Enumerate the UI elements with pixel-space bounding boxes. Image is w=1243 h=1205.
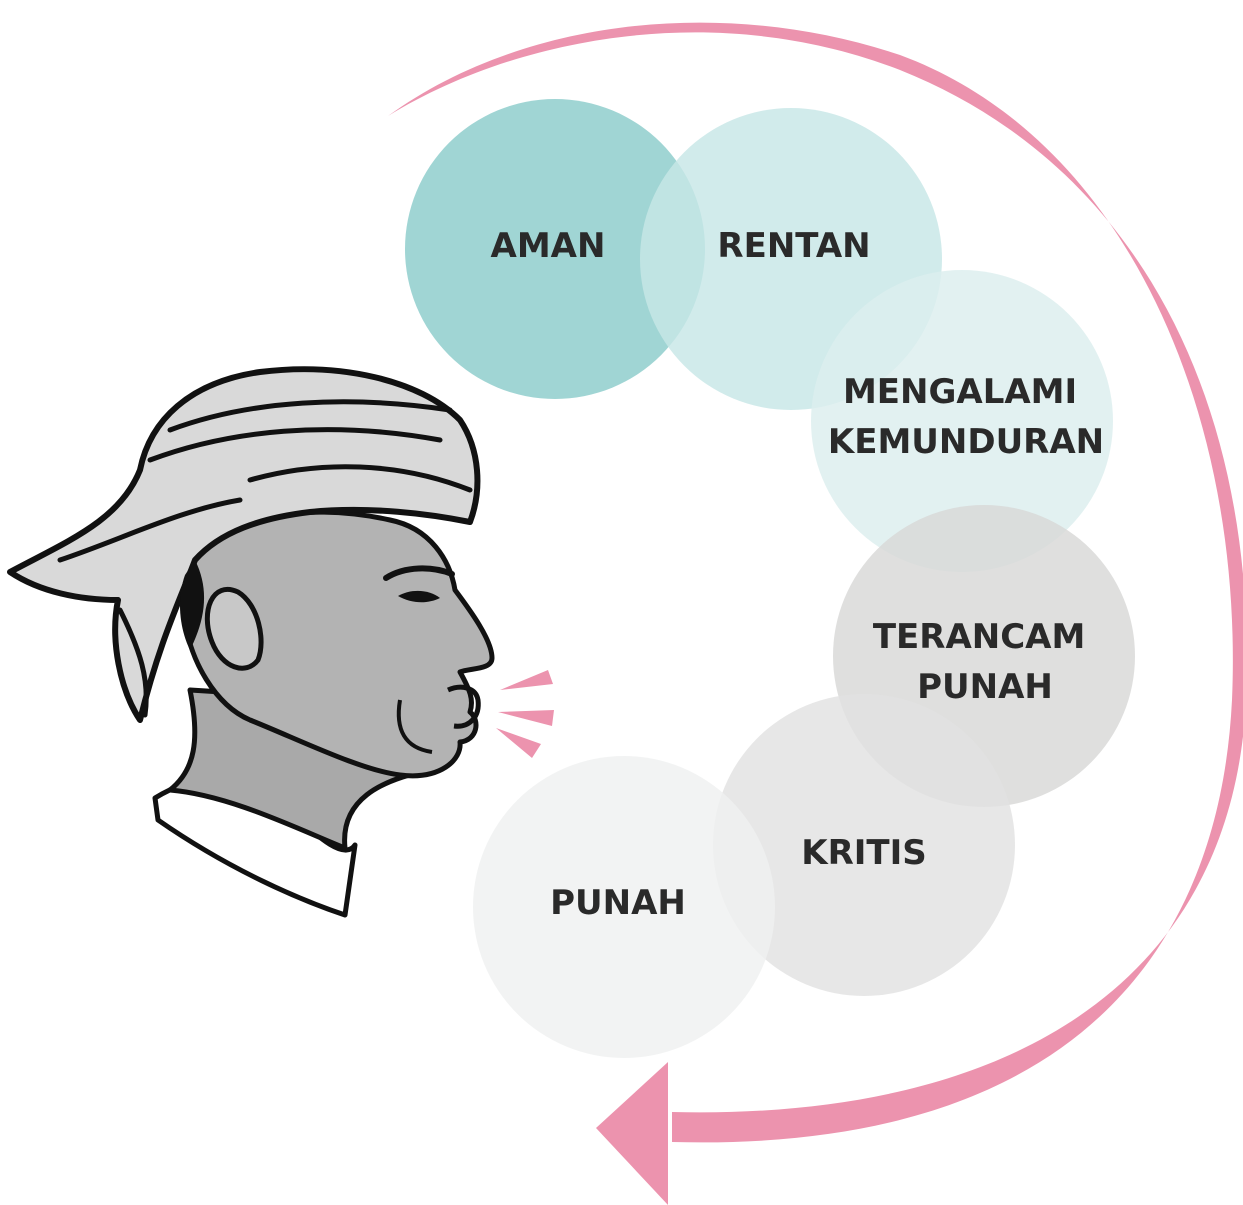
decline-arrow-head bbox=[596, 1062, 668, 1205]
stage-label-rentan: RENTAN bbox=[717, 226, 870, 266]
headcloth-shape bbox=[7, 366, 481, 723]
stage-label-mengalami-kemunduran: MENGALAMI KEMUNDURAN bbox=[828, 372, 1104, 462]
hair-shape bbox=[179, 560, 205, 650]
eyebrow-shape bbox=[383, 565, 455, 581]
jaw-line bbox=[396, 699, 433, 754]
stage-label-punah-line-1: PUNAH bbox=[550, 883, 686, 923]
stage-label-mengalami-kemunduran-line-2: KEMUNDURAN bbox=[828, 422, 1104, 462]
stage-circles bbox=[405, 99, 1135, 1058]
speech-line-bottom bbox=[496, 728, 541, 758]
decline-arrow bbox=[388, 22, 1243, 1205]
face-shape bbox=[182, 509, 495, 779]
stage-label-aman: AMAN bbox=[491, 226, 606, 266]
ear-shape bbox=[204, 587, 264, 671]
stage-labels: AMAN RENTAN MENGALAMI KEMUNDURAN TERANCA… bbox=[491, 226, 1105, 923]
speech-lines-icon bbox=[496, 670, 554, 758]
stage-label-aman-line-1: AMAN bbox=[491, 226, 606, 266]
stage-circle-mengalami-kemunduran bbox=[811, 270, 1113, 572]
headcloth-fold-4 bbox=[247, 464, 473, 493]
stage-label-terancam-punah: TERANCAM PUNAH bbox=[873, 617, 1097, 707]
stage-label-kritis-line-1: KRITIS bbox=[801, 833, 927, 873]
stage-label-punah: PUNAH bbox=[550, 883, 686, 923]
speech-line-middle bbox=[498, 710, 554, 726]
stage-circle-punah bbox=[473, 756, 775, 1058]
speaking-man-illustration bbox=[7, 366, 495, 918]
headcloth-fold-1 bbox=[57, 497, 243, 563]
stage-circle-kritis bbox=[713, 694, 1015, 996]
lips-shape bbox=[447, 684, 481, 729]
headcloth-fold-3 bbox=[167, 399, 453, 433]
stage-label-rentan-line-1: RENTAN bbox=[717, 226, 870, 266]
speech-line-top bbox=[500, 670, 553, 690]
eye-shape bbox=[398, 590, 440, 603]
headcloth-fold-2 bbox=[147, 427, 443, 463]
stage-label-terancam-punah-line-2: PUNAH bbox=[917, 667, 1053, 707]
stage-label-terancam-punah-line-1: TERANCAM bbox=[873, 617, 1085, 657]
stage-circle-aman bbox=[405, 99, 705, 399]
stage-label-kritis: KRITIS bbox=[801, 833, 927, 873]
headcloth-fold-5 bbox=[117, 607, 149, 718]
stage-label-mengalami-kemunduran-line-1: MENGALAMI bbox=[843, 372, 1077, 412]
headcloth-folds bbox=[57, 399, 473, 718]
